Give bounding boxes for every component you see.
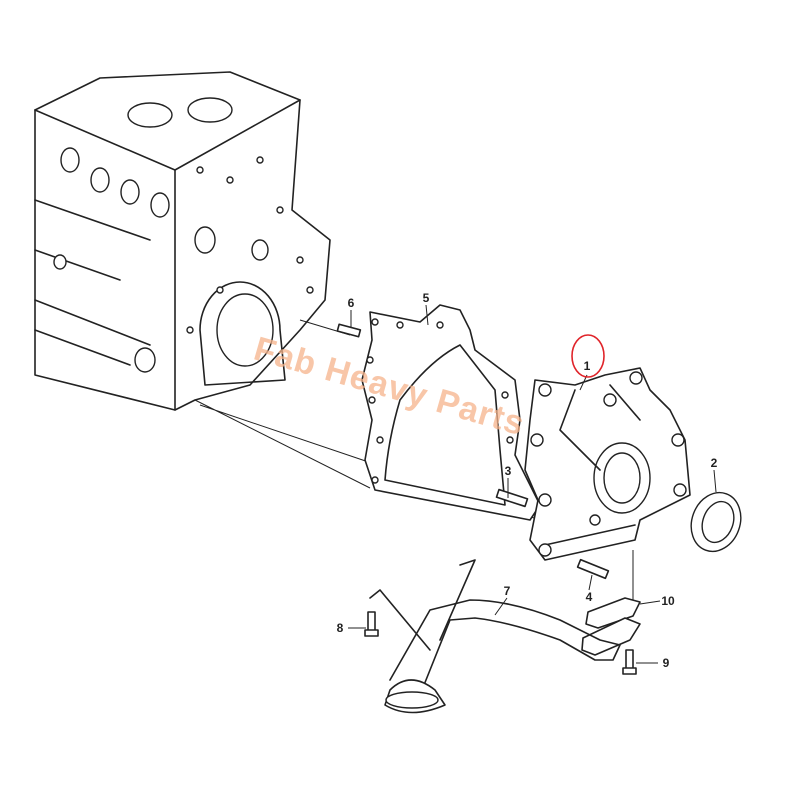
block-holes	[53, 97, 314, 373]
engine-block	[34, 71, 331, 411]
oil-pickup-pipe-part-7	[369, 559, 621, 714]
timing-cover-part-1	[524, 367, 691, 561]
bolt-part-3	[495, 488, 529, 508]
gasket-part-10	[581, 597, 641, 656]
callout-6: 6	[347, 296, 355, 310]
callout-10: 10	[661, 594, 675, 608]
callout-4: 4	[585, 590, 593, 604]
bolt-part-8	[364, 611, 379, 637]
pin-part-6	[336, 323, 362, 338]
highlight-circle	[571, 334, 605, 378]
gasket-part-5	[361, 304, 541, 521]
bolt-part-4	[576, 558, 610, 580]
callout-2: 2	[710, 456, 718, 470]
callout-8: 8	[336, 621, 344, 635]
leader-lines	[348, 304, 717, 664]
callout-7: 7	[503, 584, 511, 598]
bolt-part-9	[622, 649, 637, 675]
callout-1: 1	[583, 359, 591, 373]
callout-9: 9	[662, 656, 670, 670]
callout-5: 5	[422, 291, 430, 305]
seal-part-2	[690, 491, 742, 553]
callout-3: 3	[504, 464, 512, 478]
